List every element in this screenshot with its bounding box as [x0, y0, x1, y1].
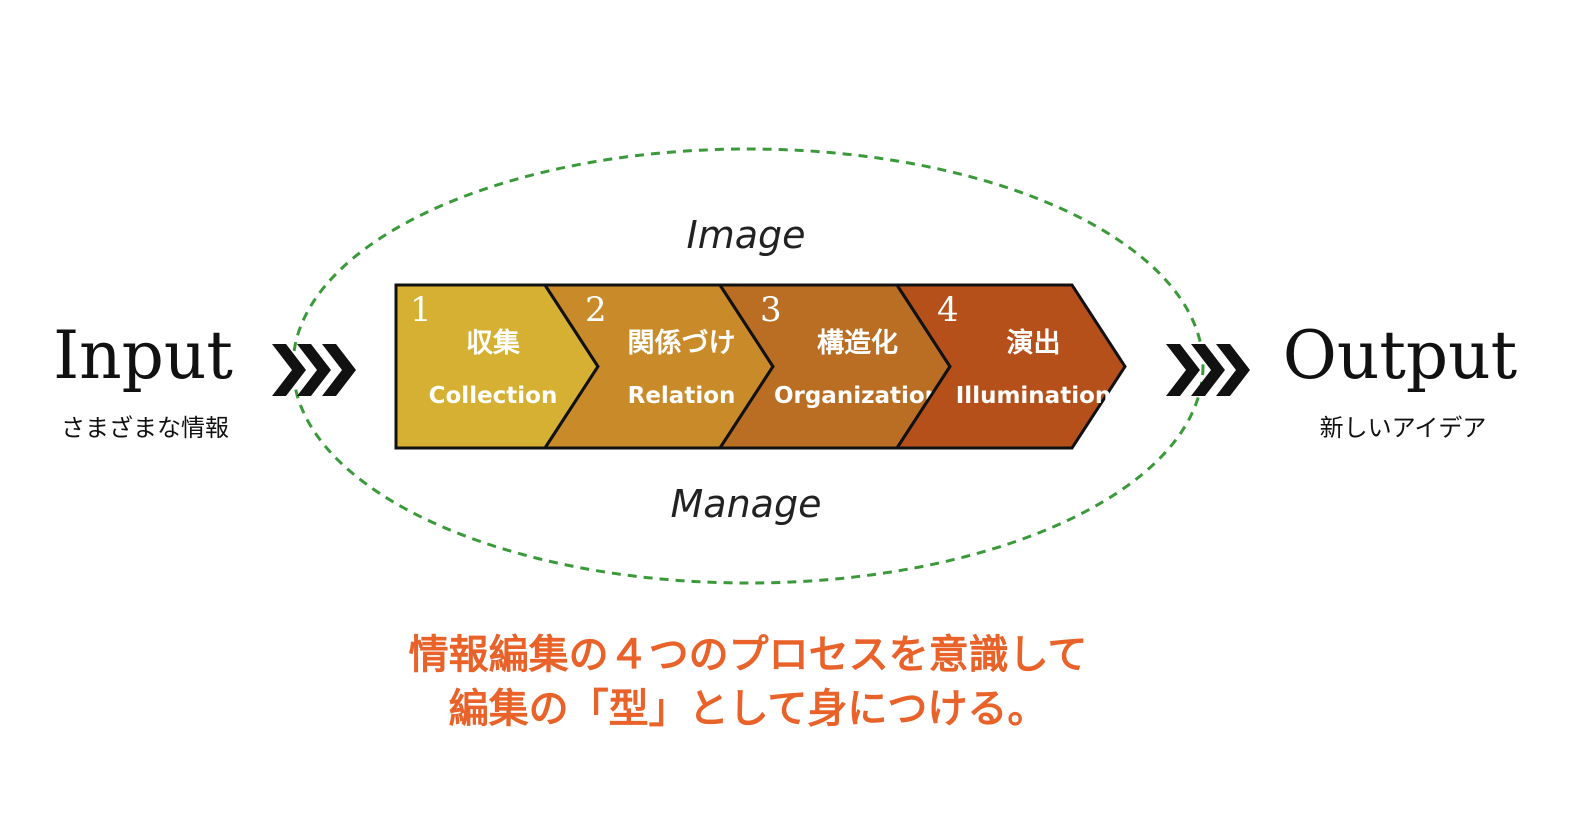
manage-label: Manage: [671, 482, 822, 526]
input-subtitle: さまざまな情報: [61, 414, 229, 442]
step-title-jp: 構造化: [817, 328, 898, 359]
input-title: Input: [53, 317, 233, 394]
step-number: 1: [410, 290, 432, 330]
process-steps: 1 収集 Collection 2 関係づけ Relation 3 構造化 Organizati…: [394, 283, 1127, 450]
output-title: Output: [1283, 317, 1517, 394]
triple-chevron-left-icon: [272, 344, 356, 396]
step-number: 2: [585, 290, 607, 330]
caption-line-1: 情報編集の４つのプロセスを意識して: [409, 632, 1088, 678]
image-label: Image: [686, 213, 805, 257]
process-step-1: 1 収集 Collection: [394, 283, 600, 450]
step-title-jp: 演出: [1007, 327, 1061, 359]
output-subtitle: 新しいアイデア: [1320, 414, 1487, 442]
step-title-en: Illumination: [956, 383, 1112, 409]
step-title-jp: 関係づけ: [628, 328, 736, 359]
step-title-en: Collection: [429, 383, 558, 409]
step-title-jp: 収集: [466, 327, 521, 359]
step-number: 4: [937, 290, 959, 330]
step-arrow-shape: [894, 283, 1127, 450]
triple-chevron-right-icon: [1166, 344, 1250, 396]
process-step-4: 4 演出 Illumination: [894, 283, 1127, 450]
caption-line-2: 編集の「型」として身につける。: [449, 686, 1048, 732]
step-number: 3: [760, 290, 782, 330]
step-title-en: Relation: [628, 383, 736, 409]
step-title-en: Organization: [774, 383, 941, 409]
process-step-3: 3 構造化 Organization: [717, 283, 952, 450]
